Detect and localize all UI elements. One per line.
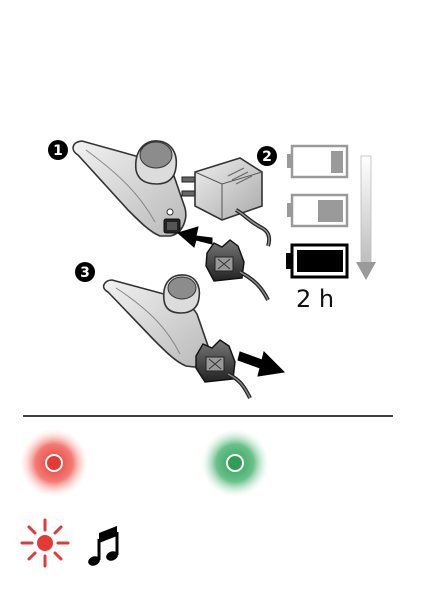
usb-plug-3 (196, 340, 250, 398)
remove-arrow (238, 352, 284, 376)
step-3-headset (104, 275, 209, 367)
step-1-headset (73, 141, 186, 236)
red-light-icon (20, 429, 88, 497)
insert-arrow (178, 227, 212, 247)
step-3-number: 3 (80, 265, 90, 281)
battery-medium (287, 195, 347, 226)
battery-full (286, 245, 347, 277)
flashing-red-light-icon (22, 520, 68, 566)
charging-progress-arrow (356, 156, 376, 280)
battery-low (287, 146, 347, 177)
music-note-icon (87, 526, 119, 567)
step-2-badge: 2 (257, 146, 277, 166)
step-2-number: 2 (262, 149, 272, 165)
step-1-badge: 1 (48, 140, 68, 160)
step-1-number: 1 (53, 143, 63, 159)
charging-time-label: 2 h (296, 285, 376, 313)
usb-plug-1 (206, 240, 268, 300)
step-3-badge: 3 (75, 262, 95, 282)
green-light-icon (201, 429, 269, 497)
